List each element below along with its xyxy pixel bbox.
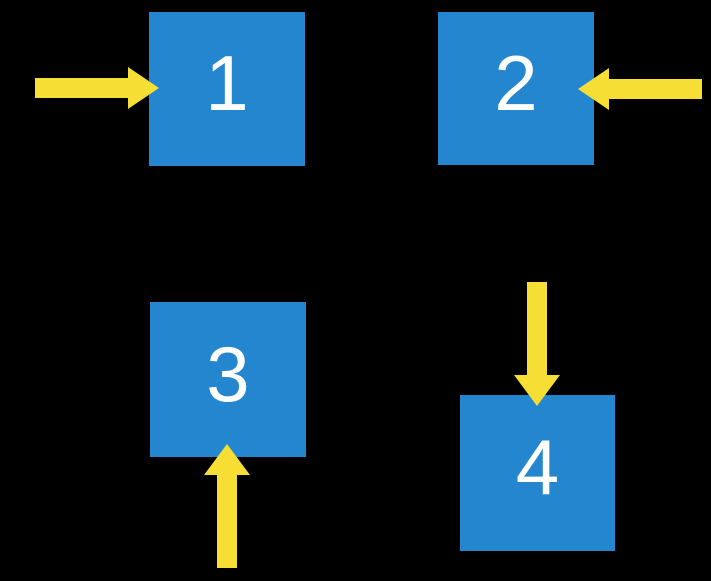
arrow-right-shape — [35, 67, 159, 109]
arrow-up-icon — [204, 444, 250, 568]
square-3-label: 3 — [206, 329, 250, 418]
square-3: 3 — [150, 302, 306, 457]
square-2-label: 2 — [494, 38, 538, 127]
square-4: 4 — [460, 395, 615, 551]
square-1: 1 — [149, 12, 305, 166]
arrow-down-icon — [514, 282, 560, 406]
arrow-up-shape — [204, 444, 250, 568]
arrow-left-shape — [578, 68, 702, 110]
square-4-label: 4 — [515, 423, 560, 511]
arrow-down-shape — [514, 282, 560, 406]
square-2: 2 — [438, 12, 594, 165]
square-1-label: 1 — [205, 39, 249, 127]
arrow-right-icon — [35, 67, 159, 109]
arrow-left-icon — [578, 68, 702, 110]
